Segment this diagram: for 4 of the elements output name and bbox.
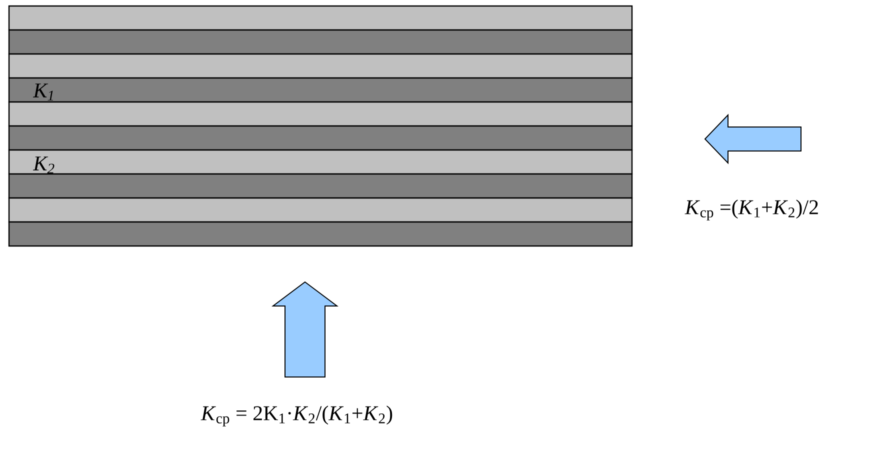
layer-label: K$_{2}$ bbox=[32, 156, 54, 174]
layer-label: K$_{1}$ bbox=[32, 84, 53, 100]
formula-label: K$_{cp}$ =(K$_{1}$+K$_{2}$)/2 bbox=[684, 200, 818, 220]
formula-label: K$_{cp}$ = 2K$_{1}$·K$_{2}$/(K$_{1}$+K$_{2}$) bbox=[200, 406, 392, 426]
